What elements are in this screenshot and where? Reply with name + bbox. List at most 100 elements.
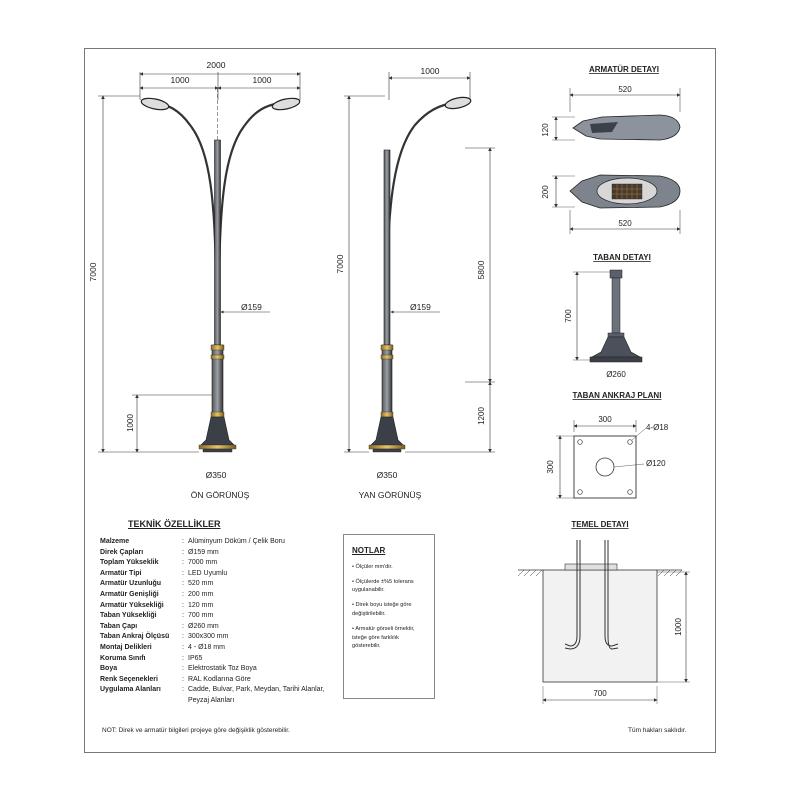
spec-colon: : [182, 569, 184, 577]
spec-colon: : [182, 686, 184, 694]
anchor-width: 300 [598, 415, 612, 424]
spec-row: Armatür Tipi: LED Uyumlu [100, 569, 330, 580]
footer-rights: Tüm hakları saklıdır. [628, 727, 687, 734]
spec-colon: : [182, 665, 184, 673]
anchor-plan: TABAN ANKRAJ PLANI 300 4-Ø18 Ø120 300 [546, 391, 669, 499]
spec-row: Boya: Elektrostatik Toz Boya [100, 664, 330, 675]
spec-key: Toplam Yükseklik [100, 559, 159, 567]
spec-colon: : [182, 612, 184, 620]
spec-value: Alüminyum Döküm / Çelik Boru [188, 538, 285, 545]
spec-value: 200 mm [188, 590, 214, 598]
spec-value: IP65 [188, 654, 203, 662]
spec-value: 4 - Ø18 mm [188, 643, 225, 651]
base-height: 700 [564, 309, 573, 323]
spec-value: 120 mm [188, 601, 214, 609]
front-left-arm: 1000 [171, 75, 190, 85]
spec-value: 700 mm [188, 612, 214, 620]
fixture-height: 120 [541, 123, 550, 137]
fixture-detail-title: ARMATÜR DETAYI [589, 65, 659, 74]
spec-key: Taban Yüksekliği [100, 612, 157, 620]
anchor-height: 300 [546, 460, 555, 474]
spec-colon: : [182, 654, 184, 662]
front-right-arm: 1000 [253, 75, 272, 85]
spec-value: Cadde, Bulvar, Park, Meydan, Tarihi Alan… [188, 686, 325, 704]
side-base-diameter: Ø350 [377, 470, 398, 480]
fixture-length-top: 520 [618, 85, 632, 94]
spec-colon: : [182, 622, 184, 630]
anchor-plan-title: TABAN ANKRAJ PLANI [573, 391, 662, 400]
spec-row: Renk Seçenekleri:RAL Kodlarına Göre [100, 675, 330, 686]
spec-colon: : [182, 538, 184, 545]
spec-row: Armatür Genişliği:200 mm [100, 590, 330, 601]
side-lower-height: 1200 [477, 407, 486, 425]
spec-key: Armatür Yüksekliği [100, 601, 164, 609]
note-item: • Armatür görseli örnektir, isteğe göre … [352, 625, 415, 650]
footer-note: NOT: Direk ve armatür bilgileri projeye … [102, 727, 290, 734]
spec-key: Boya [100, 665, 118, 673]
fixture-width: 200 [541, 185, 550, 199]
notes-title: NOTLAR [352, 546, 386, 555]
spec-key: Armatür Tipi [100, 569, 142, 577]
spec-key: Direk Çapları [100, 548, 144, 556]
spec-colon: : [182, 675, 184, 683]
spec-row: Direk Çapları:Ø159 mm [100, 548, 330, 559]
spec-value: LED Uyumlu [188, 569, 228, 577]
spec-row: Taban Çapı:Ø260 mm [100, 622, 330, 633]
spec-value: Elektrostatik Toz Boya [188, 665, 257, 673]
note-item: • Ölçüler mm'dir. [352, 563, 393, 570]
specs-title: TEKNİK ÖZELLİKLER [128, 519, 221, 529]
spec-colon: : [182, 580, 184, 588]
note-item: • Ölçülerde ±%5 tolerans uygulanabilir. [352, 578, 414, 594]
spec-colon: : [182, 559, 184, 567]
spec-row: Armatür Yüksekliği:120 mm [100, 601, 330, 612]
base-detail-title: TABAN DETAYI [593, 253, 651, 262]
spec-key: Armatür Genişliği [100, 590, 159, 598]
spec-row: Armatür Uzunluğu:520 mm [100, 579, 330, 590]
spec-row: Koruma Sınıfı: IP65 [100, 654, 330, 665]
front-height: 7000 [88, 262, 98, 281]
spec-row: Uygulama Alanları: Cadde, Bulvar, Park, M… [100, 685, 330, 706]
spec-key: Koruma Sınıfı [100, 654, 146, 662]
spec-colon: : [182, 643, 184, 651]
side-upper-height: 5800 [476, 260, 486, 279]
spec-value: Ø260 mm [188, 622, 219, 630]
note-item: • Direk boyu isteğe göre değiştirilebili… [352, 602, 412, 617]
side-height: 7000 [335, 254, 345, 273]
anchor-center-hole: Ø120 [646, 459, 666, 468]
spec-key: Renk Seçenekleri [100, 675, 158, 683]
foundation-width: 700 [593, 689, 607, 698]
base-detail: TABAN DETAYI 700 Ø260 [564, 253, 651, 379]
spec-colon: : [182, 633, 184, 641]
spec-key: Malzeme [100, 538, 130, 545]
anchor-holes: 4-Ø18 [646, 423, 669, 432]
base-diameter: Ø260 [606, 370, 626, 379]
spec-key: Armatür Uzunluğu [100, 580, 162, 588]
side-pole-diameter: Ø159 [410, 302, 431, 312]
spec-value: Ø159 mm [188, 548, 219, 556]
spec-row: Taban Yüksekliği:700 mm [100, 611, 330, 622]
side-view-label: YAN GÖRÜNÜŞ [359, 490, 422, 500]
spec-value: 300x300 mm [188, 633, 229, 641]
spec-key: Montaj Delikleri [100, 643, 152, 651]
spec-key: Uygulama Alanları [100, 686, 161, 694]
spec-value: 520 mm [188, 580, 214, 588]
spec-row: Taban Ankraj Ölçüsü:300x300 mm [100, 632, 330, 643]
foundation-depth: 1000 [674, 618, 683, 636]
front-view: 2000 1000 1000 7000 1000 Ø159 Ø350 ÖN GÖ… [88, 60, 301, 500]
front-base-diameter: Ø350 [206, 470, 227, 480]
front-base-height: 1000 [126, 414, 135, 432]
side-arm-length: 1000 [421, 66, 440, 76]
foundation-detail: TEMEL DETAYI 1000 700 [517, 520, 690, 704]
spec-row: Malzeme: Alüminyum Döküm / Çelik Boru [100, 537, 330, 548]
spec-key: Taban Ankraj Ölçüsü [100, 633, 170, 641]
fixture-detail: ARMATÜR DETAYI 520 120 200 520 [541, 65, 681, 234]
spec-colon: : [182, 590, 184, 598]
foundation-title: TEMEL DETAYI [571, 520, 628, 529]
side-view: 1000 7000 5800 1200 Ø159 Ø350 YAN GÖRÜNÜ… [335, 66, 495, 500]
spec-row: Montaj Delikleri:4 - Ø18 mm [100, 643, 330, 654]
spec-value: 7000 mm [188, 559, 218, 567]
front-total-width: 2000 [207, 60, 226, 70]
fixture-length-bottom: 520 [618, 219, 632, 228]
